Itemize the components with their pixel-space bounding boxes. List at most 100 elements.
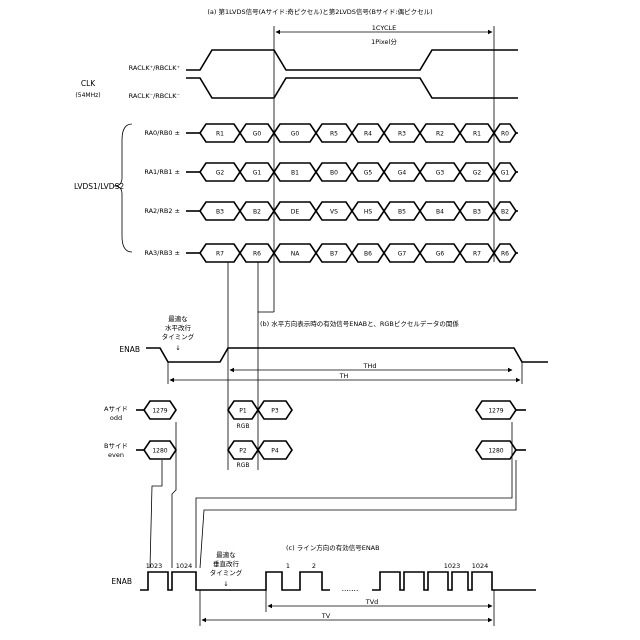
lvds-cell: G0 [274, 124, 316, 142]
lvds-cell-text: G0 [291, 131, 300, 138]
section-b-title: (b) 水平方向表示時の有効信号ENABと、RGBピクセルデータの関係 [260, 319, 459, 328]
section-c-title: (c) ライン方向の有効信号ENAB [286, 543, 380, 552]
lvds-cell: B1 [274, 163, 316, 181]
pixel-cell: P1 [228, 401, 258, 419]
lvds-cell: G2 [460, 163, 494, 181]
lvds-cell-text: R1 [473, 131, 481, 138]
lvds-cell-text: B5 [398, 209, 406, 216]
lvds-cell-text: R1 [216, 131, 224, 138]
lvds-cell-text: G1 [253, 170, 262, 177]
lvds-cell-text: R7 [473, 251, 481, 258]
lvds-cell-text: DE [291, 209, 300, 216]
lvds-cell: R0 [494, 124, 516, 142]
h-enab-wave [146, 348, 548, 362]
v-note-line2: 垂直改行 [213, 559, 240, 568]
clk-neg-wave [186, 78, 518, 98]
lvds-cell: HS [352, 202, 384, 220]
cycle-sublabel: 1Pixel分 [371, 37, 397, 46]
rgb-label-a: RGB [237, 423, 250, 430]
lvds-cell: R7 [460, 244, 494, 262]
lvds-lanes: RA0/RB0 ±R1G0G0R5R4R3R2R1R0RA1/RB1 ±G2G1… [144, 124, 518, 262]
lvds-cell-text: G2 [216, 170, 225, 177]
lvds-cell: R4 [352, 124, 384, 142]
lvds-cell: B4 [420, 202, 460, 220]
lvds-cell: R6 [240, 244, 274, 262]
pixel-cell: P3 [258, 401, 292, 419]
lvds-cell-text: G0 [253, 131, 262, 138]
lvds-cell: B2 [240, 202, 274, 220]
lvds-cell-text: VS [330, 209, 338, 216]
pixel-cell-text: P4 [271, 448, 279, 455]
lvds-cell-text: B7 [330, 251, 338, 258]
lvds-cell: G5 [352, 163, 384, 181]
v-enab-label: ENAB [111, 577, 132, 586]
a-side-sub: odd [110, 414, 122, 422]
connector-line [150, 460, 162, 568]
lvds-cell: VS [316, 202, 352, 220]
lvds-cell: R1 [460, 124, 494, 142]
lvds-cell-text: G4 [398, 170, 407, 177]
pixel-cell-text: 1280 [488, 448, 503, 455]
clk-freq-label: (54MHz) [75, 92, 100, 99]
pixel-cell-text: P3 [271, 408, 279, 415]
lvds-cell: B5 [384, 202, 420, 220]
lvds-cell-text: B3 [216, 209, 224, 216]
lvds-lane-label: RA0/RB0 ± [144, 129, 180, 137]
lvds-cell: B3 [460, 202, 494, 220]
lvds-cell: R1 [200, 124, 240, 142]
tvd-label: TVd [365, 598, 379, 606]
h-note-line2: 水平改行 [165, 323, 192, 332]
lvds-cell: G2 [200, 163, 240, 181]
pixel-cell-text: P2 [239, 448, 247, 455]
lvds-cell: G6 [420, 244, 460, 262]
lvds-cell-text: G1 [501, 170, 510, 177]
thd-label: THd [363, 362, 377, 370]
lvds-cell: G7 [384, 244, 420, 262]
b-side-sub: even [108, 451, 124, 459]
pixel-cell-text: P1 [239, 408, 247, 415]
lvds-cell-text: R6 [501, 251, 509, 258]
pixel-cell: P2 [228, 441, 258, 459]
pixel-cell: P4 [258, 441, 292, 459]
v-pulse-label: 1023 [146, 562, 163, 570]
clk-pos-wave [186, 50, 518, 70]
lvds-cell: G1 [240, 163, 274, 181]
lvds-cell-text: G7 [398, 251, 407, 258]
lvds-cell: DE [274, 202, 316, 220]
lvds-cell: G4 [384, 163, 420, 181]
v-pulse-label: 1 [286, 562, 290, 570]
lvds-cell-text: HS [364, 209, 373, 216]
v-ellipsis: ....... [342, 584, 359, 593]
lvds-cell: B7 [316, 244, 352, 262]
lvds-cell-text: B1 [291, 170, 299, 177]
lvds-cell-text: G6 [436, 251, 445, 258]
lvds-cell: G3 [420, 163, 460, 181]
lvds-cell: NA [274, 244, 316, 262]
lvds-cell: B3 [200, 202, 240, 220]
v-enab-wave-tail [372, 572, 536, 590]
lvds-cell-text: NA [291, 251, 300, 258]
clk-group-label: CLK [81, 79, 96, 88]
lvds-cell-text: R4 [364, 131, 372, 138]
lvds-cell-text: R6 [253, 251, 261, 258]
v-pulse-label: 1023 [444, 562, 461, 570]
lvds-cell-text: R7 [216, 251, 224, 258]
lvds-cell-text: B4 [436, 209, 444, 216]
v-note-arrow: ↓ [223, 580, 228, 588]
lvds-cell-text: G2 [473, 170, 482, 177]
h-note-line3: タイミング [162, 332, 195, 341]
lvds-cell-text: B3 [473, 209, 481, 216]
lvds-cell: R6 [494, 244, 516, 262]
pixel-cell: 1279 [476, 401, 516, 419]
v-pulse-label: 1024 [176, 562, 193, 570]
lvds-cell: R3 [384, 124, 420, 142]
lvds-cell-text: R5 [330, 131, 338, 138]
lvds-cell: R2 [420, 124, 460, 142]
pixel-cell-text: 1280 [152, 448, 167, 455]
h-enab-label: ENAB [119, 345, 140, 354]
lvds-cell: R7 [200, 244, 240, 262]
lvds-cell-text: B0 [330, 170, 338, 177]
lvds-cell-text: B2 [501, 209, 509, 216]
cycle-label: 1CYCLE [372, 24, 396, 32]
